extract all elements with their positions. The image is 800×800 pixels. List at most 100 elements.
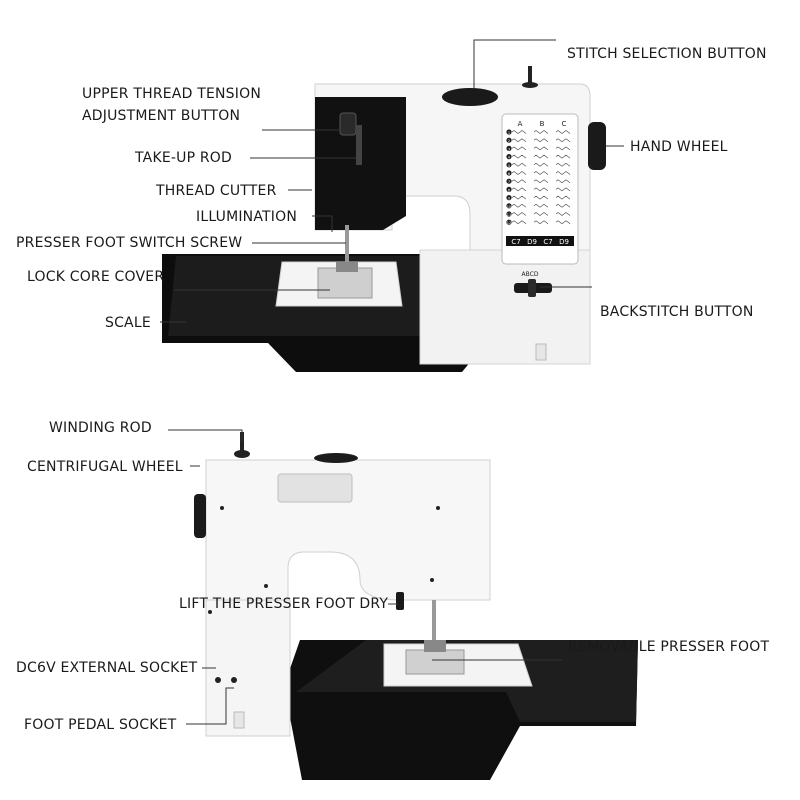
label-presser-foot-switch-screw: PRESSER FOOT SWITCH SCREW <box>16 235 243 251</box>
stitch-pattern-mark <box>533 130 549 134</box>
hand-wheel <box>588 122 606 170</box>
stitch-number-dot <box>506 137 512 143</box>
spool-pin-base <box>522 82 538 88</box>
stitch-pattern-mark <box>533 171 549 175</box>
label-take-up-rod: TAKE-UP ROD <box>135 150 232 166</box>
stitch-pattern-mark <box>555 187 571 192</box>
top-wheel <box>314 453 358 463</box>
stitch-pattern-mark <box>555 146 571 151</box>
label-illumination: ILLUMINATION <box>196 209 298 225</box>
stitch-code-4: D9 <box>559 238 569 246</box>
stitch-number: 11 <box>507 213 511 217</box>
machine-base <box>419 249 591 365</box>
label-backstitch-button: BACKSTITCH BUTTON <box>600 304 754 320</box>
stitch-pattern-mark <box>511 130 527 134</box>
stitch-number: 1 <box>508 131 510 135</box>
rear-hand-wheel <box>194 494 206 538</box>
rear-view-machine <box>194 432 638 780</box>
feed-plate <box>317 267 373 299</box>
needle-bar <box>345 225 349 267</box>
stitch-pattern-mark <box>555 162 571 167</box>
stitch-number-dot <box>506 170 512 176</box>
leader-winding-rod <box>168 429 243 442</box>
stitch-number-dot <box>506 195 512 201</box>
stitch-number-dot <box>506 145 512 151</box>
stitch-number-dot <box>506 211 512 217</box>
stitch-number-dot <box>506 186 512 192</box>
stitch-panel <box>501 113 579 265</box>
stitch-pattern-mark <box>555 130 571 134</box>
label-removable-presser-foot: REMOVABLE PRESSER FOOT <box>568 639 770 655</box>
stitch-number: 12 <box>507 221 511 225</box>
stitch-number: 9 <box>508 197 510 201</box>
stitch-pattern-mark <box>533 162 549 167</box>
stitch-pattern-mark <box>533 154 549 159</box>
rear-bracket <box>535 343 547 361</box>
carry-handle <box>277 473 353 503</box>
rear-feed-plate <box>405 649 465 675</box>
stitch-pattern-mark <box>533 187 549 192</box>
stitch-pattern-mark <box>533 212 549 216</box>
stitch-pattern-mark <box>511 203 527 208</box>
label-lift-presser-foot: LIFT THE PRESSER FOOT DRY <box>179 596 389 612</box>
stitch-pattern-mark <box>511 220 527 225</box>
stitch-selection-dial <box>442 88 498 106</box>
stitch-number: 5 <box>508 164 510 168</box>
stitch-number-dot <box>506 219 512 225</box>
stitch-code-2: D9 <box>527 238 537 246</box>
label-scale: SCALE <box>105 315 151 331</box>
leader-lines <box>160 39 624 725</box>
stitch-pattern-mark <box>533 195 549 200</box>
dc6v-socket <box>215 677 221 683</box>
stitch-panel-col-b: B <box>540 120 545 128</box>
stitch-number: 7 <box>508 180 510 184</box>
screw <box>436 506 440 510</box>
stitch-pattern-mark <box>555 203 571 208</box>
stitch-pattern-mark <box>533 220 549 225</box>
stitch-number-dot <box>506 154 512 160</box>
take-up-lever <box>356 125 362 165</box>
stitch-pattern-mark <box>555 195 571 200</box>
stitch-panel-footer: ABCD <box>522 271 539 278</box>
stitch-number: 8 <box>508 188 510 192</box>
winding-wheel <box>234 450 250 458</box>
stitch-pattern-mark <box>555 220 571 225</box>
rear-foot-bracket <box>233 711 245 729</box>
stitch-pattern-mark <box>511 171 527 175</box>
stitch-number: 4 <box>508 156 511 160</box>
stitch-pattern-mark <box>511 187 527 192</box>
spool-pin <box>528 66 532 86</box>
screw <box>220 506 224 510</box>
stitch-number-dot <box>506 129 512 135</box>
rear-presser-foot <box>424 640 446 652</box>
label-foot-pedal-socket: FOOT PEDAL SOCKET <box>24 717 177 733</box>
stitch-code-3: C7 <box>543 238 552 246</box>
label-dc6v-external-socket: DC6V EXTERNAL SOCKET <box>16 660 198 676</box>
rear-body-lower <box>205 599 291 737</box>
screw <box>430 578 434 582</box>
stitch-code-1: C7 <box>511 238 520 246</box>
stitch-pattern-mark <box>511 146 527 151</box>
stitch-pattern-mark <box>555 154 571 159</box>
stitch-number: 2 <box>508 139 510 143</box>
foot-pedal-socket <box>231 677 237 683</box>
stitch-number: 6 <box>508 172 510 176</box>
stitch-code-bar <box>506 236 574 246</box>
stitch-pattern-mark <box>533 138 549 143</box>
stitch-number-dot <box>506 162 512 168</box>
stitch-panel-col-c: C <box>562 120 567 128</box>
stitch-pattern-mark <box>533 203 549 208</box>
stitch-pattern-mark <box>555 171 571 175</box>
tension-dial <box>339 112 357 136</box>
label-winding-rod: WINDING ROD <box>49 420 152 436</box>
winding-rod <box>240 432 244 454</box>
backstitch-knob <box>528 279 536 297</box>
leader-stitch-selection <box>473 39 556 88</box>
stitch-pattern-mark <box>555 212 571 216</box>
stitch-panel-col-a: A <box>518 120 523 128</box>
rear-needle-bar <box>432 600 436 640</box>
stitch-number-dot <box>506 203 512 209</box>
stitch-pattern-mark <box>533 179 549 184</box>
stitch-pattern-mark <box>555 138 571 143</box>
